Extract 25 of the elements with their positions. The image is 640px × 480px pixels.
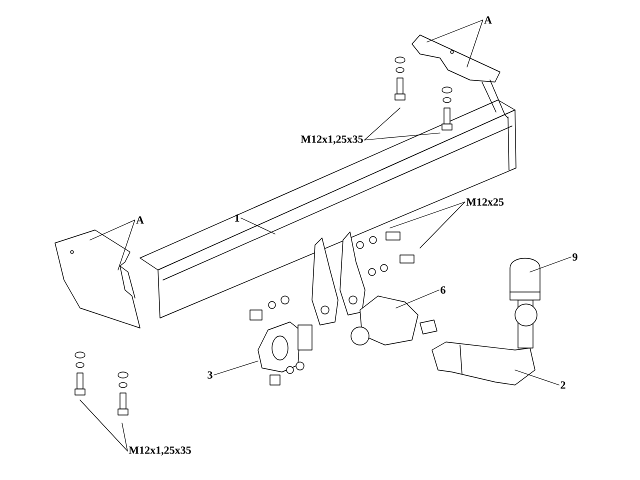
leader-line (118, 220, 136, 270)
callout-label: M12x1,25x35 (300, 136, 363, 144)
leader-line (90, 220, 136, 240)
callout-number: 2 (560, 381, 566, 389)
callout-number: 6 (440, 286, 446, 294)
leader-line (390, 202, 466, 228)
leader-line (122, 422, 128, 452)
leader-line (240, 218, 276, 234)
leader-line (426, 20, 484, 42)
leader-line (514, 370, 560, 386)
callout-number: A (484, 16, 492, 24)
leader-line (214, 360, 258, 376)
leader-line (364, 108, 400, 140)
leader-line (420, 202, 466, 248)
leader-line (364, 132, 440, 140)
leader-line (80, 400, 128, 452)
leader-line (466, 20, 484, 68)
callout-number: 9 (572, 253, 578, 261)
leader-line (396, 290, 440, 308)
callout-label: M12x1,25x35 (128, 446, 191, 456)
callout-label: M12x25 (466, 198, 504, 206)
callout-number: 1 (235, 214, 240, 222)
leader-line (530, 256, 572, 272)
callout-number: 3 (208, 371, 212, 379)
callout-number: A (136, 216, 144, 224)
